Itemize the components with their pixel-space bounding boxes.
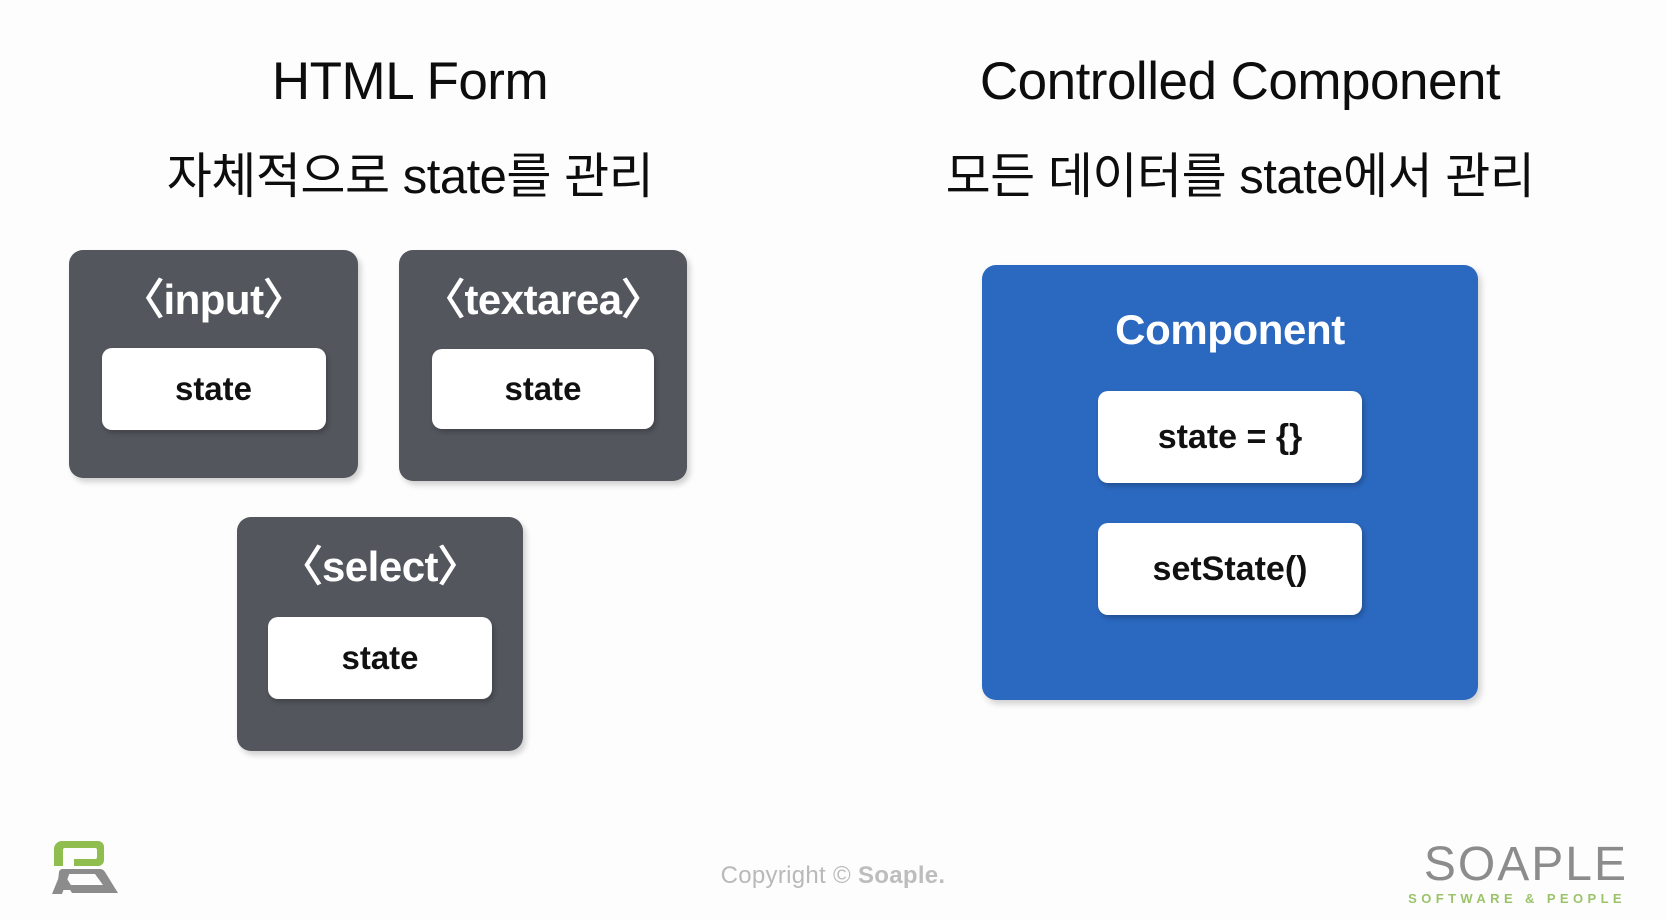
element-tag-label: 〈select〉 <box>280 543 480 590</box>
setstate-chip: setState() <box>1098 523 1362 615</box>
state-object-chip: state = {} <box>1098 391 1362 483</box>
html-element-card-textarea: 〈textarea〉 state <box>399 250 687 481</box>
soaple-logo-mark-icon <box>48 838 120 900</box>
soaple-tagline: SOFTWARE & PEOPLE <box>1408 891 1626 906</box>
soaple-wordmark-text: SOAPLE <box>1423 838 1628 891</box>
copyright-prefix: Copyright © <box>720 862 858 889</box>
copyright-brand: Soaple. <box>857 862 946 889</box>
soaple-wordmark: SOAPLE SOFTWARE & PEOPLE <box>1390 840 1628 907</box>
state-chip: state <box>432 349 654 429</box>
html-element-card-input: 〈input〉 state <box>69 250 358 478</box>
component-panel: Component state = {} setState() <box>982 265 1478 700</box>
state-chip: state <box>101 348 326 430</box>
left-column-title-ko: 자체적으로 state를 관리 <box>166 150 654 204</box>
right-column-title-ko: 모든 데이터를 state에서 관리 <box>945 150 1535 204</box>
html-element-card-select: 〈select〉 state <box>237 517 523 751</box>
component-panel-title: Component <box>1115 306 1345 353</box>
right-column-title-en: Controlled Component <box>979 52 1501 111</box>
state-chip: state <box>268 617 492 699</box>
left-column-title-en: HTML Form <box>271 52 549 111</box>
element-tag-label: 〈input〉 <box>121 276 306 323</box>
element-tag-label: 〈textarea〉 <box>422 276 664 323</box>
copyright-notice: Copyright © Soaple. <box>0 862 1666 890</box>
